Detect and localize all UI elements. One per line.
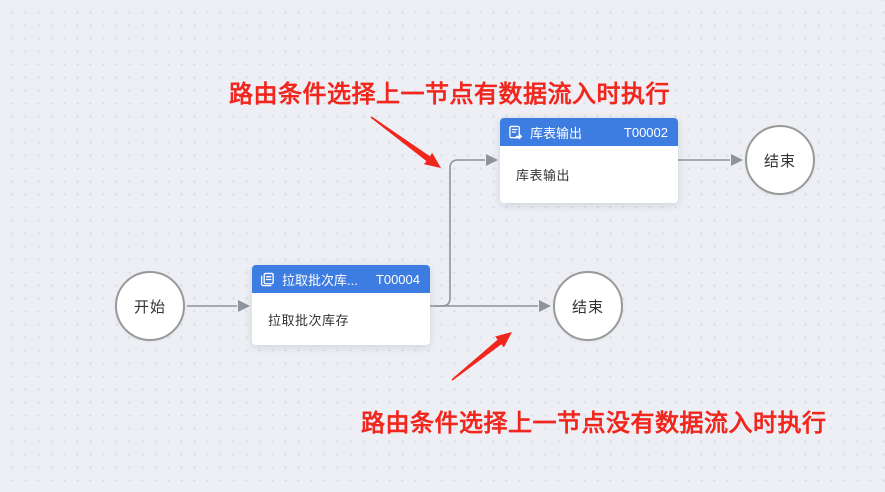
task-node-title: 拉取批次库... xyxy=(282,272,358,288)
annotation-arrow-top xyxy=(370,116,441,168)
task-node-t00004[interactable]: 拉取批次库... T00004 拉取批次库存 xyxy=(252,265,430,345)
arrowhead xyxy=(731,154,743,166)
task-node-body-label: 拉取批次库存 xyxy=(268,312,350,328)
task-node-body-label: 库表输出 xyxy=(516,168,571,183)
end-node-label: 结束 xyxy=(571,298,604,316)
document-export-icon xyxy=(508,125,523,140)
start-node-label: 开始 xyxy=(133,298,166,316)
end-node-top[interactable]: 结束 xyxy=(745,125,815,195)
task-node-code: T00002 xyxy=(623,124,668,140)
task-node-header: 库表输出 T00002 xyxy=(500,118,678,146)
annotation-arrow-bottom xyxy=(451,332,512,381)
start-node[interactable]: 开始 xyxy=(115,271,185,341)
end-node-middle[interactable]: 结束 xyxy=(553,271,623,341)
task-node-title: 库表输出 xyxy=(530,125,583,141)
arrowhead xyxy=(238,300,250,312)
task-node-t00002[interactable]: 库表输出 T00002 库表输出 xyxy=(500,118,678,203)
copy-document-icon xyxy=(260,272,275,287)
annotation-top: 路由条件选择上一节点有数据流入时执行 xyxy=(229,81,670,108)
annotation-bottom: 路由条件选择上一节点没有数据流入时执行 xyxy=(361,410,827,437)
arrowhead xyxy=(486,154,498,166)
end-node-label: 结束 xyxy=(763,152,796,170)
arrowhead xyxy=(539,300,551,312)
edge-branch-to-t00002 xyxy=(434,159,485,307)
task-node-code: T00004 xyxy=(375,271,420,287)
task-node-header: 拉取批次库... T00004 xyxy=(252,265,430,293)
